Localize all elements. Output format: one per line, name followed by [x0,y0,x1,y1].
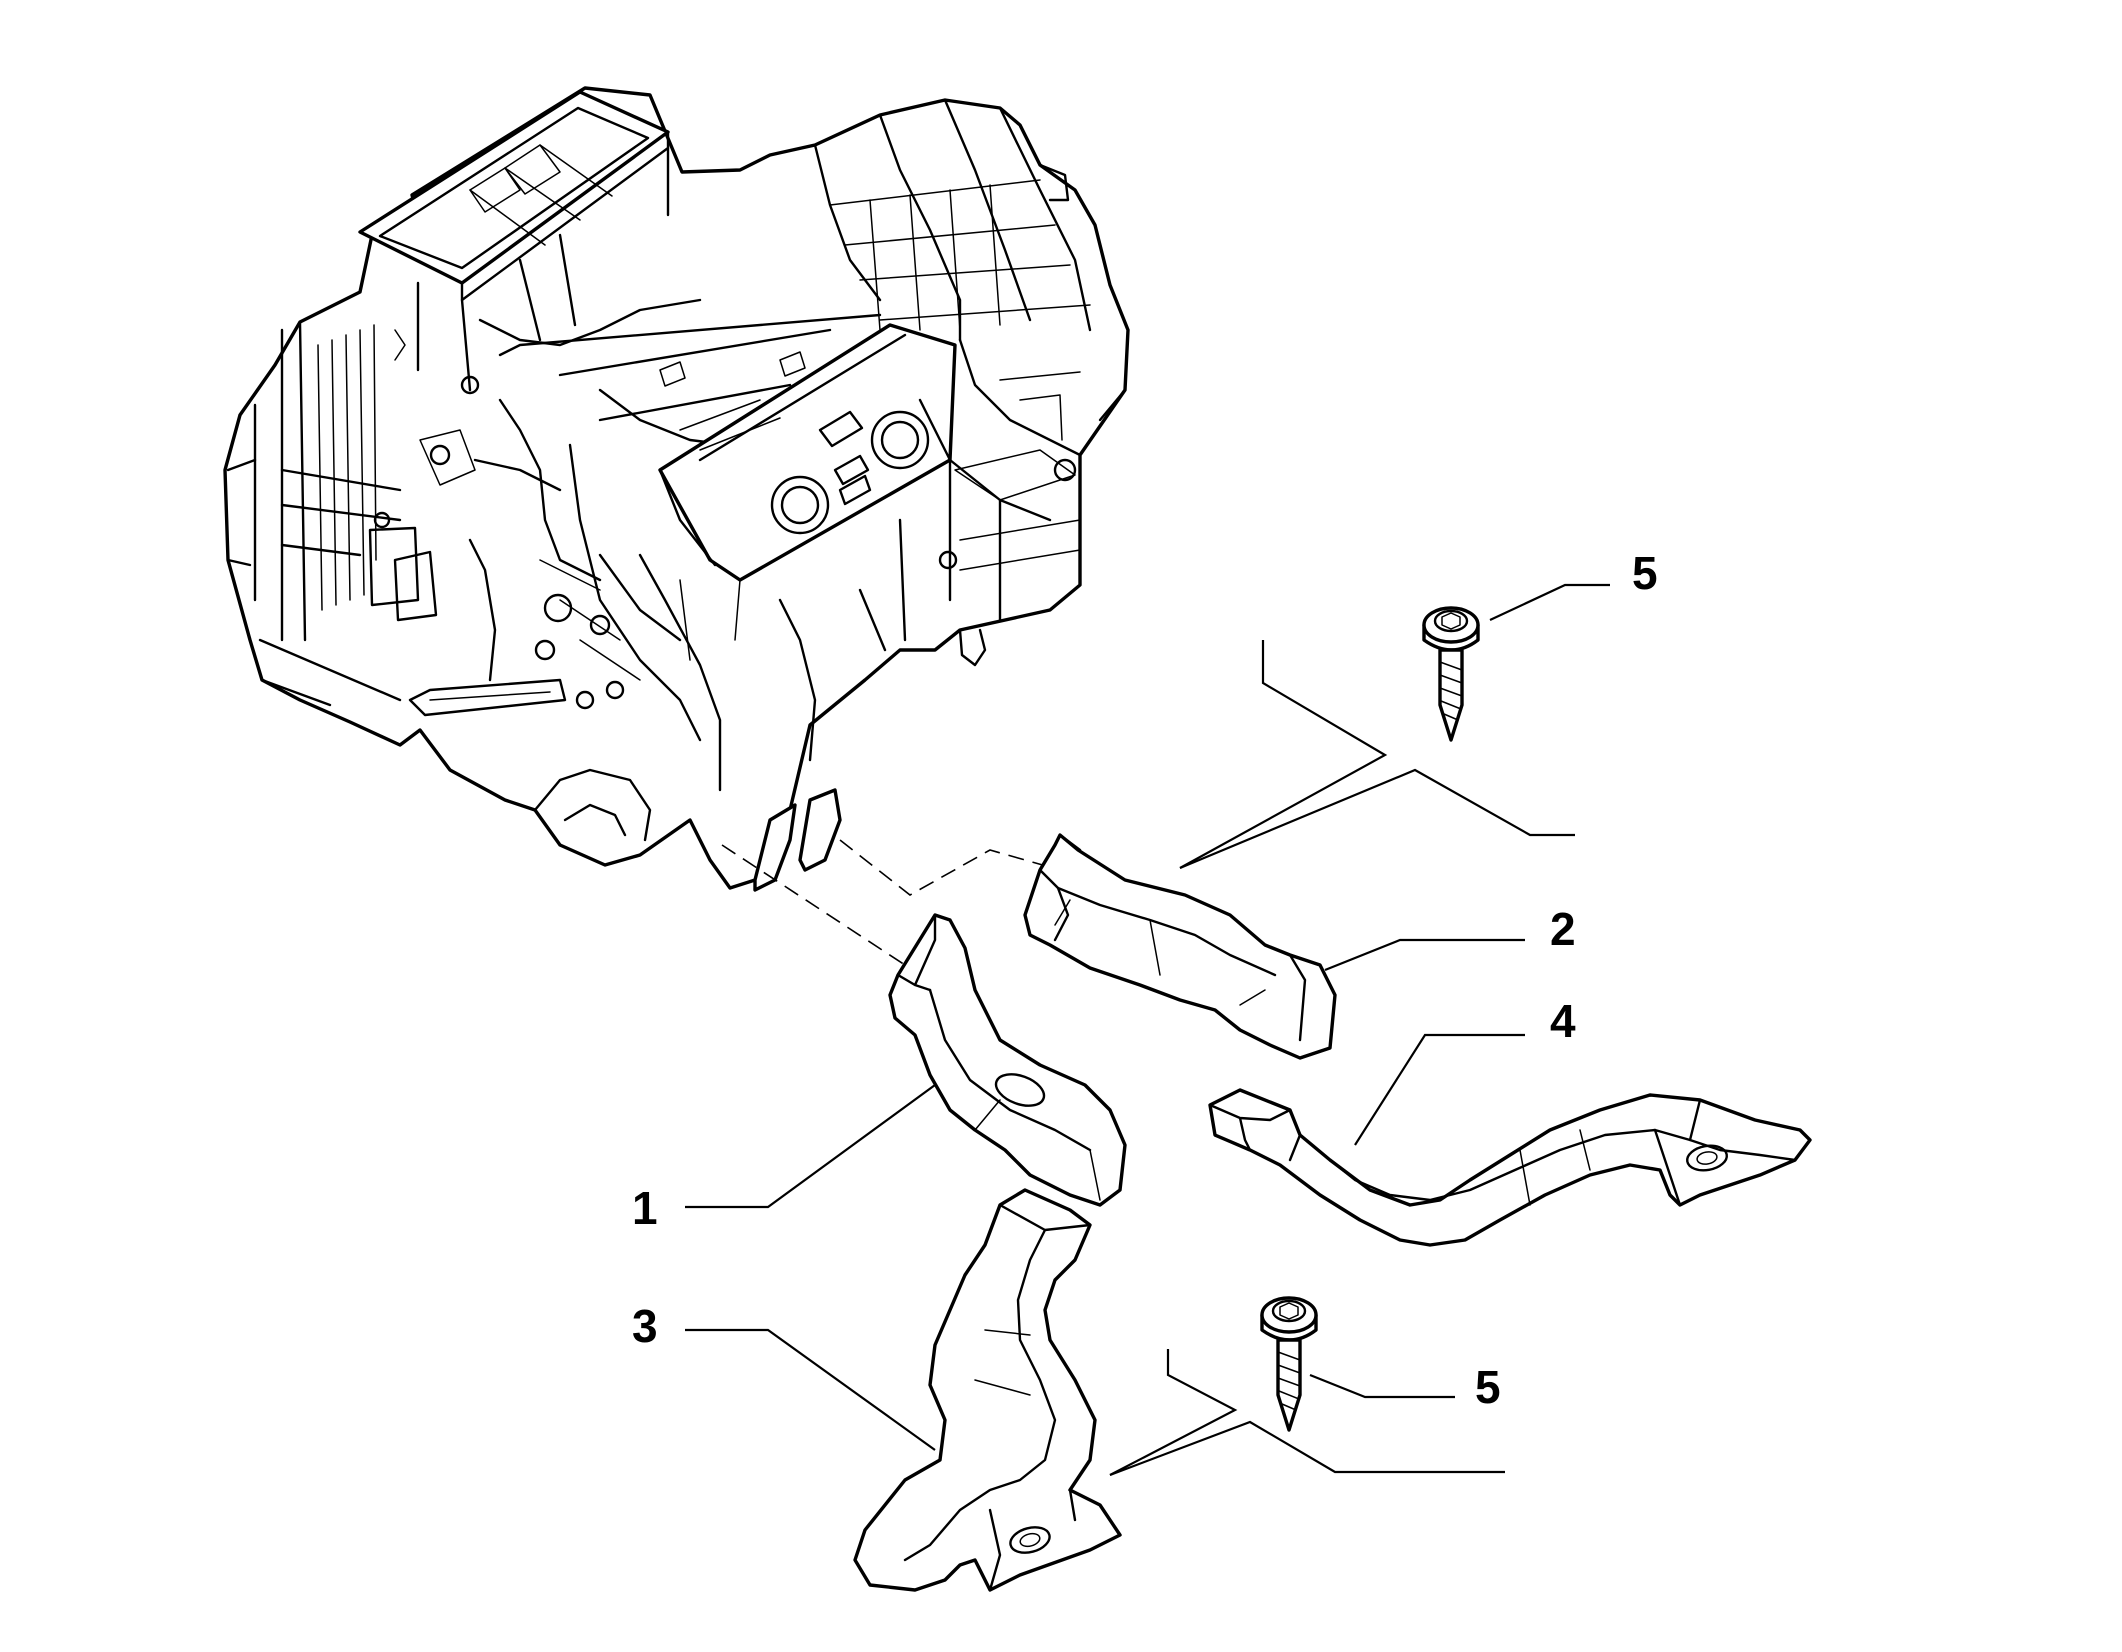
leader-line-4 [1354,1033,1525,1146]
dash-duct2-to-unit [839,839,1061,896]
duct-part-1 [888,913,1127,1207]
leader-line-2 [1324,938,1525,972]
hvac-bottom-outlets [708,788,842,892]
leader-line-5b [1309,1373,1455,1399]
leader-line-1 [685,1084,936,1209]
duct-part-4 [1208,1088,1812,1247]
callout-2: 2 [1550,903,1576,955]
air-intake-box [358,90,670,392]
group-bracket-lower [1109,1349,1505,1477]
duct-part-2 [1023,833,1337,1060]
callout-5-lower: 5 [1475,1361,1501,1413]
callout-3: 3 [632,1300,658,1352]
heater-core-frame [813,98,1127,667]
evaporator-housing [226,320,480,707]
screw-part-5-lower [1260,1296,1318,1432]
dash-duct1-to-unit [721,844,906,966]
leader-line-5a [1489,583,1610,621]
leader-line-3 [685,1328,936,1451]
callout-labels: 1 2 3 4 5 5 [632,547,1658,1413]
control-panel [498,313,957,661]
alignment-dashed-lines [721,839,1061,966]
callout-1: 1 [632,1182,658,1234]
group-bracket-upper [1179,640,1575,870]
screw-part-5-upper [1422,606,1480,742]
callout-4: 4 [1550,995,1576,1047]
hvac-unit-assembly [223,86,1130,892]
duct-part-3 [853,1188,1122,1592]
leader-lines [685,583,1610,1451]
callout-5-upper: 5 [1632,547,1658,599]
